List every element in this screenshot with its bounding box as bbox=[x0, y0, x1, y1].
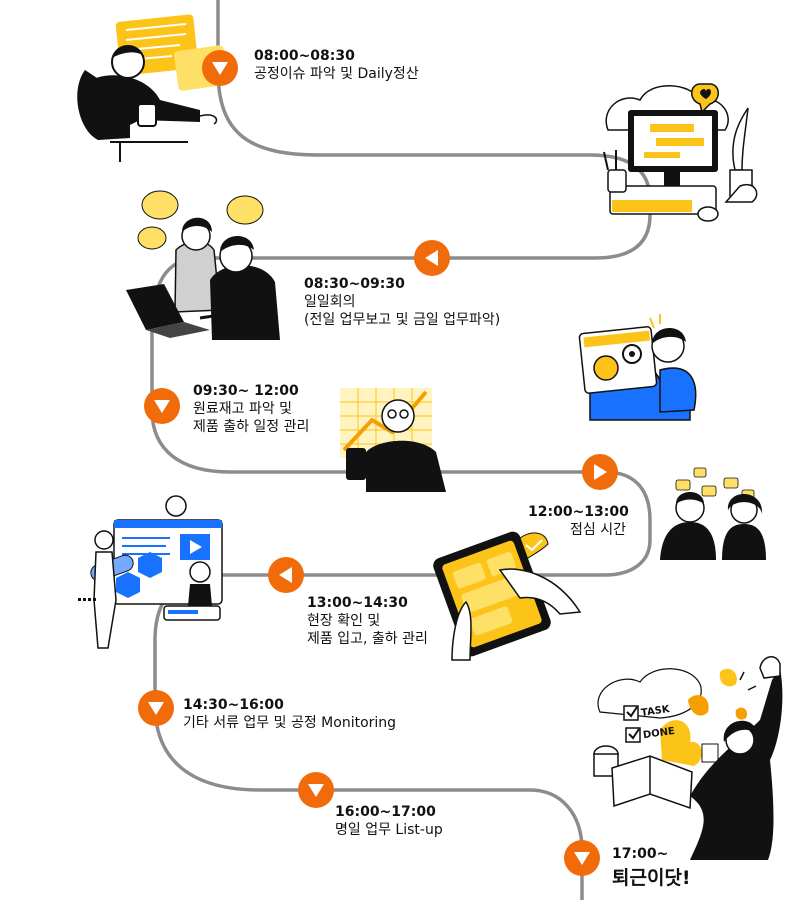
schedule-step: 08:00~08:30 공정이슈 파악 및 Daily정산 bbox=[254, 47, 419, 83]
illustration-monitor-desk bbox=[603, 83, 758, 222]
step-time: 12:00~13:00 bbox=[528, 504, 629, 520]
step-time: 08:00~08:30 bbox=[254, 48, 355, 64]
schedule-step-final: 17:00~ 퇴근이닷! bbox=[612, 845, 691, 889]
step-description: 일일회의 (전일 업무보고 및 금일 업무파악) bbox=[304, 294, 501, 328]
step-description: 명일 업무 List-up bbox=[335, 822, 443, 838]
schedule-step: 09:30~ 12:00 원료재고 파악 및 제품 출하 일정 관리 bbox=[193, 382, 309, 436]
step-description: 점심 시간 bbox=[570, 522, 626, 538]
step-time: 17:00~ bbox=[612, 846, 669, 862]
step-description: 공정이슈 파악 및 Daily정산 bbox=[254, 66, 419, 82]
marker-arrow-icon bbox=[298, 772, 334, 808]
schedule-step: 12:00~13:00 점심 시간 bbox=[528, 503, 629, 539]
marker-arrow-icon bbox=[144, 388, 180, 424]
marker-arrow-icon bbox=[268, 557, 304, 593]
step-description: 퇴근이닷! bbox=[612, 867, 691, 889]
step-time: 13:00~14:30 bbox=[307, 595, 408, 611]
schedule-step: 08:30~09:30 일일회의 (전일 업무보고 및 금일 업무파악) bbox=[304, 275, 500, 329]
step-time: 16:00~17:00 bbox=[335, 804, 436, 820]
illustration-tablet-hands bbox=[433, 531, 582, 661]
illustration-lunch-chat bbox=[660, 467, 766, 560]
schedule-step: 13:00~14:30 현장 확인 및 제품 입고, 출하 관리 bbox=[307, 594, 428, 648]
illustration-done-celebration bbox=[593, 656, 783, 860]
step-description: 현장 확인 및 제품 입고, 출하 관리 bbox=[307, 613, 428, 647]
illustration-morning-desk bbox=[77, 14, 229, 162]
step-time: 09:30~ 12:00 bbox=[193, 383, 299, 399]
step-time: 14:30~16:00 bbox=[183, 697, 284, 713]
illustration-meeting-laptop bbox=[126, 190, 280, 340]
illustration-screen-gear bbox=[578, 314, 697, 421]
illustration-phone-chart bbox=[340, 388, 446, 492]
illustration-team-screen bbox=[78, 495, 223, 649]
schedule-step: 14:30~16:00 기타 서류 업무 및 공정 Monitoring bbox=[183, 696, 396, 732]
marker-arrow-icon bbox=[582, 454, 618, 490]
marker-arrow-icon bbox=[414, 240, 450, 276]
marker-arrow-icon bbox=[564, 840, 600, 876]
step-description: 원료재고 파악 및 제품 출하 일정 관리 bbox=[193, 401, 310, 435]
marker-arrow-icon bbox=[138, 690, 174, 726]
schedule-step: 16:00~17:00 명일 업무 List-up bbox=[335, 803, 443, 839]
step-description: 기타 서류 업무 및 공정 Monitoring bbox=[183, 715, 397, 731]
marker-arrow-icon bbox=[202, 50, 238, 86]
step-time: 08:30~09:30 bbox=[304, 276, 405, 292]
